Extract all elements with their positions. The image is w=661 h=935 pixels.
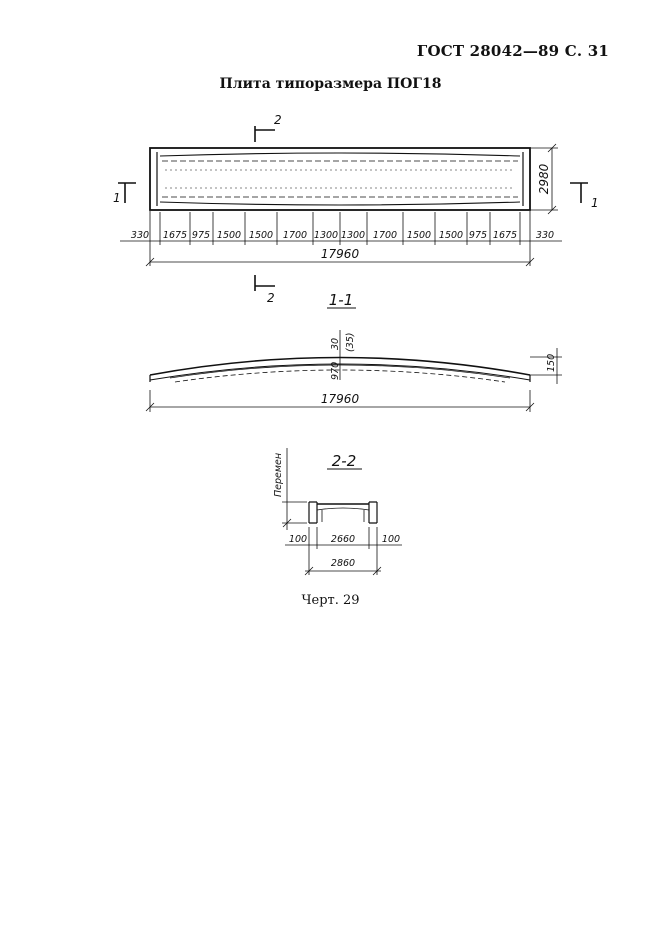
dim-2860: 2860 bbox=[331, 558, 355, 569]
section-2-label: 2-2 bbox=[332, 452, 357, 470]
dim-label: 330 bbox=[131, 230, 149, 241]
dim-label: 1700 bbox=[373, 230, 397, 241]
section-mark-labels: 1 1 2 2 bbox=[113, 113, 599, 305]
dim-label: 1675 bbox=[493, 230, 517, 241]
plan-total-length: 17960 bbox=[321, 247, 360, 261]
section-marks bbox=[118, 126, 588, 291]
document-header: ГОСТ 28042—89 С. 31 bbox=[416, 42, 609, 60]
dim-30: 30 bbox=[330, 338, 341, 350]
dim-label: 975 bbox=[192, 230, 210, 241]
dim-label: 1300 bbox=[341, 230, 365, 241]
figure-caption: Черт. 29 bbox=[301, 593, 360, 608]
section-1-labels: 30 (35) 970 150 17960 bbox=[321, 332, 557, 406]
plan-view bbox=[149, 147, 531, 211]
section-2-labels: Перемен 100 2660 100 2860 bbox=[273, 453, 400, 569]
lower-rib bbox=[159, 201, 521, 206]
dim-label: 1300 bbox=[314, 230, 338, 241]
section-mark-2-bottom: 2 bbox=[267, 291, 275, 305]
dim-label: 330 bbox=[536, 230, 554, 241]
dim-100-left: 100 bbox=[289, 534, 307, 545]
section-mark-1-left: 1 bbox=[113, 191, 121, 205]
dim-label: 975 bbox=[469, 230, 487, 241]
dim-150: 150 bbox=[546, 354, 557, 372]
dim-2660: 2660 bbox=[331, 534, 355, 545]
dim-35: (35) bbox=[345, 332, 356, 352]
dim-label: 1500 bbox=[217, 230, 241, 241]
dim-label: 1500 bbox=[439, 230, 463, 241]
dim-100-right: 100 bbox=[382, 534, 400, 545]
dim-970: 970 bbox=[330, 362, 341, 380]
slab-outline bbox=[149, 147, 531, 211]
section-2-profile bbox=[282, 448, 402, 576]
variable-height-label: Перемен bbox=[273, 453, 284, 497]
section-1-total-length: 17960 bbox=[321, 392, 360, 406]
section-1-profile bbox=[145, 330, 562, 412]
section-1-label: 1-1 bbox=[329, 291, 354, 309]
plan-dimension-labels: 330 1675 975 1500 1500 1700 1300 1300 17… bbox=[131, 163, 554, 261]
dim-label: 1500 bbox=[249, 230, 273, 241]
dim-label: 1675 bbox=[163, 230, 187, 241]
plan-width: 2980 bbox=[537, 163, 551, 194]
plan-dimensions bbox=[120, 143, 562, 267]
dim-label: 1500 bbox=[407, 230, 431, 241]
section-mark-1-right: 1 bbox=[591, 196, 599, 210]
dim-label: 1700 bbox=[283, 230, 307, 241]
upper-rib bbox=[159, 152, 521, 157]
drawing-title: Плита типоразмера ПОГ18 bbox=[219, 76, 442, 92]
section-mark-2-top: 2 bbox=[274, 113, 282, 127]
